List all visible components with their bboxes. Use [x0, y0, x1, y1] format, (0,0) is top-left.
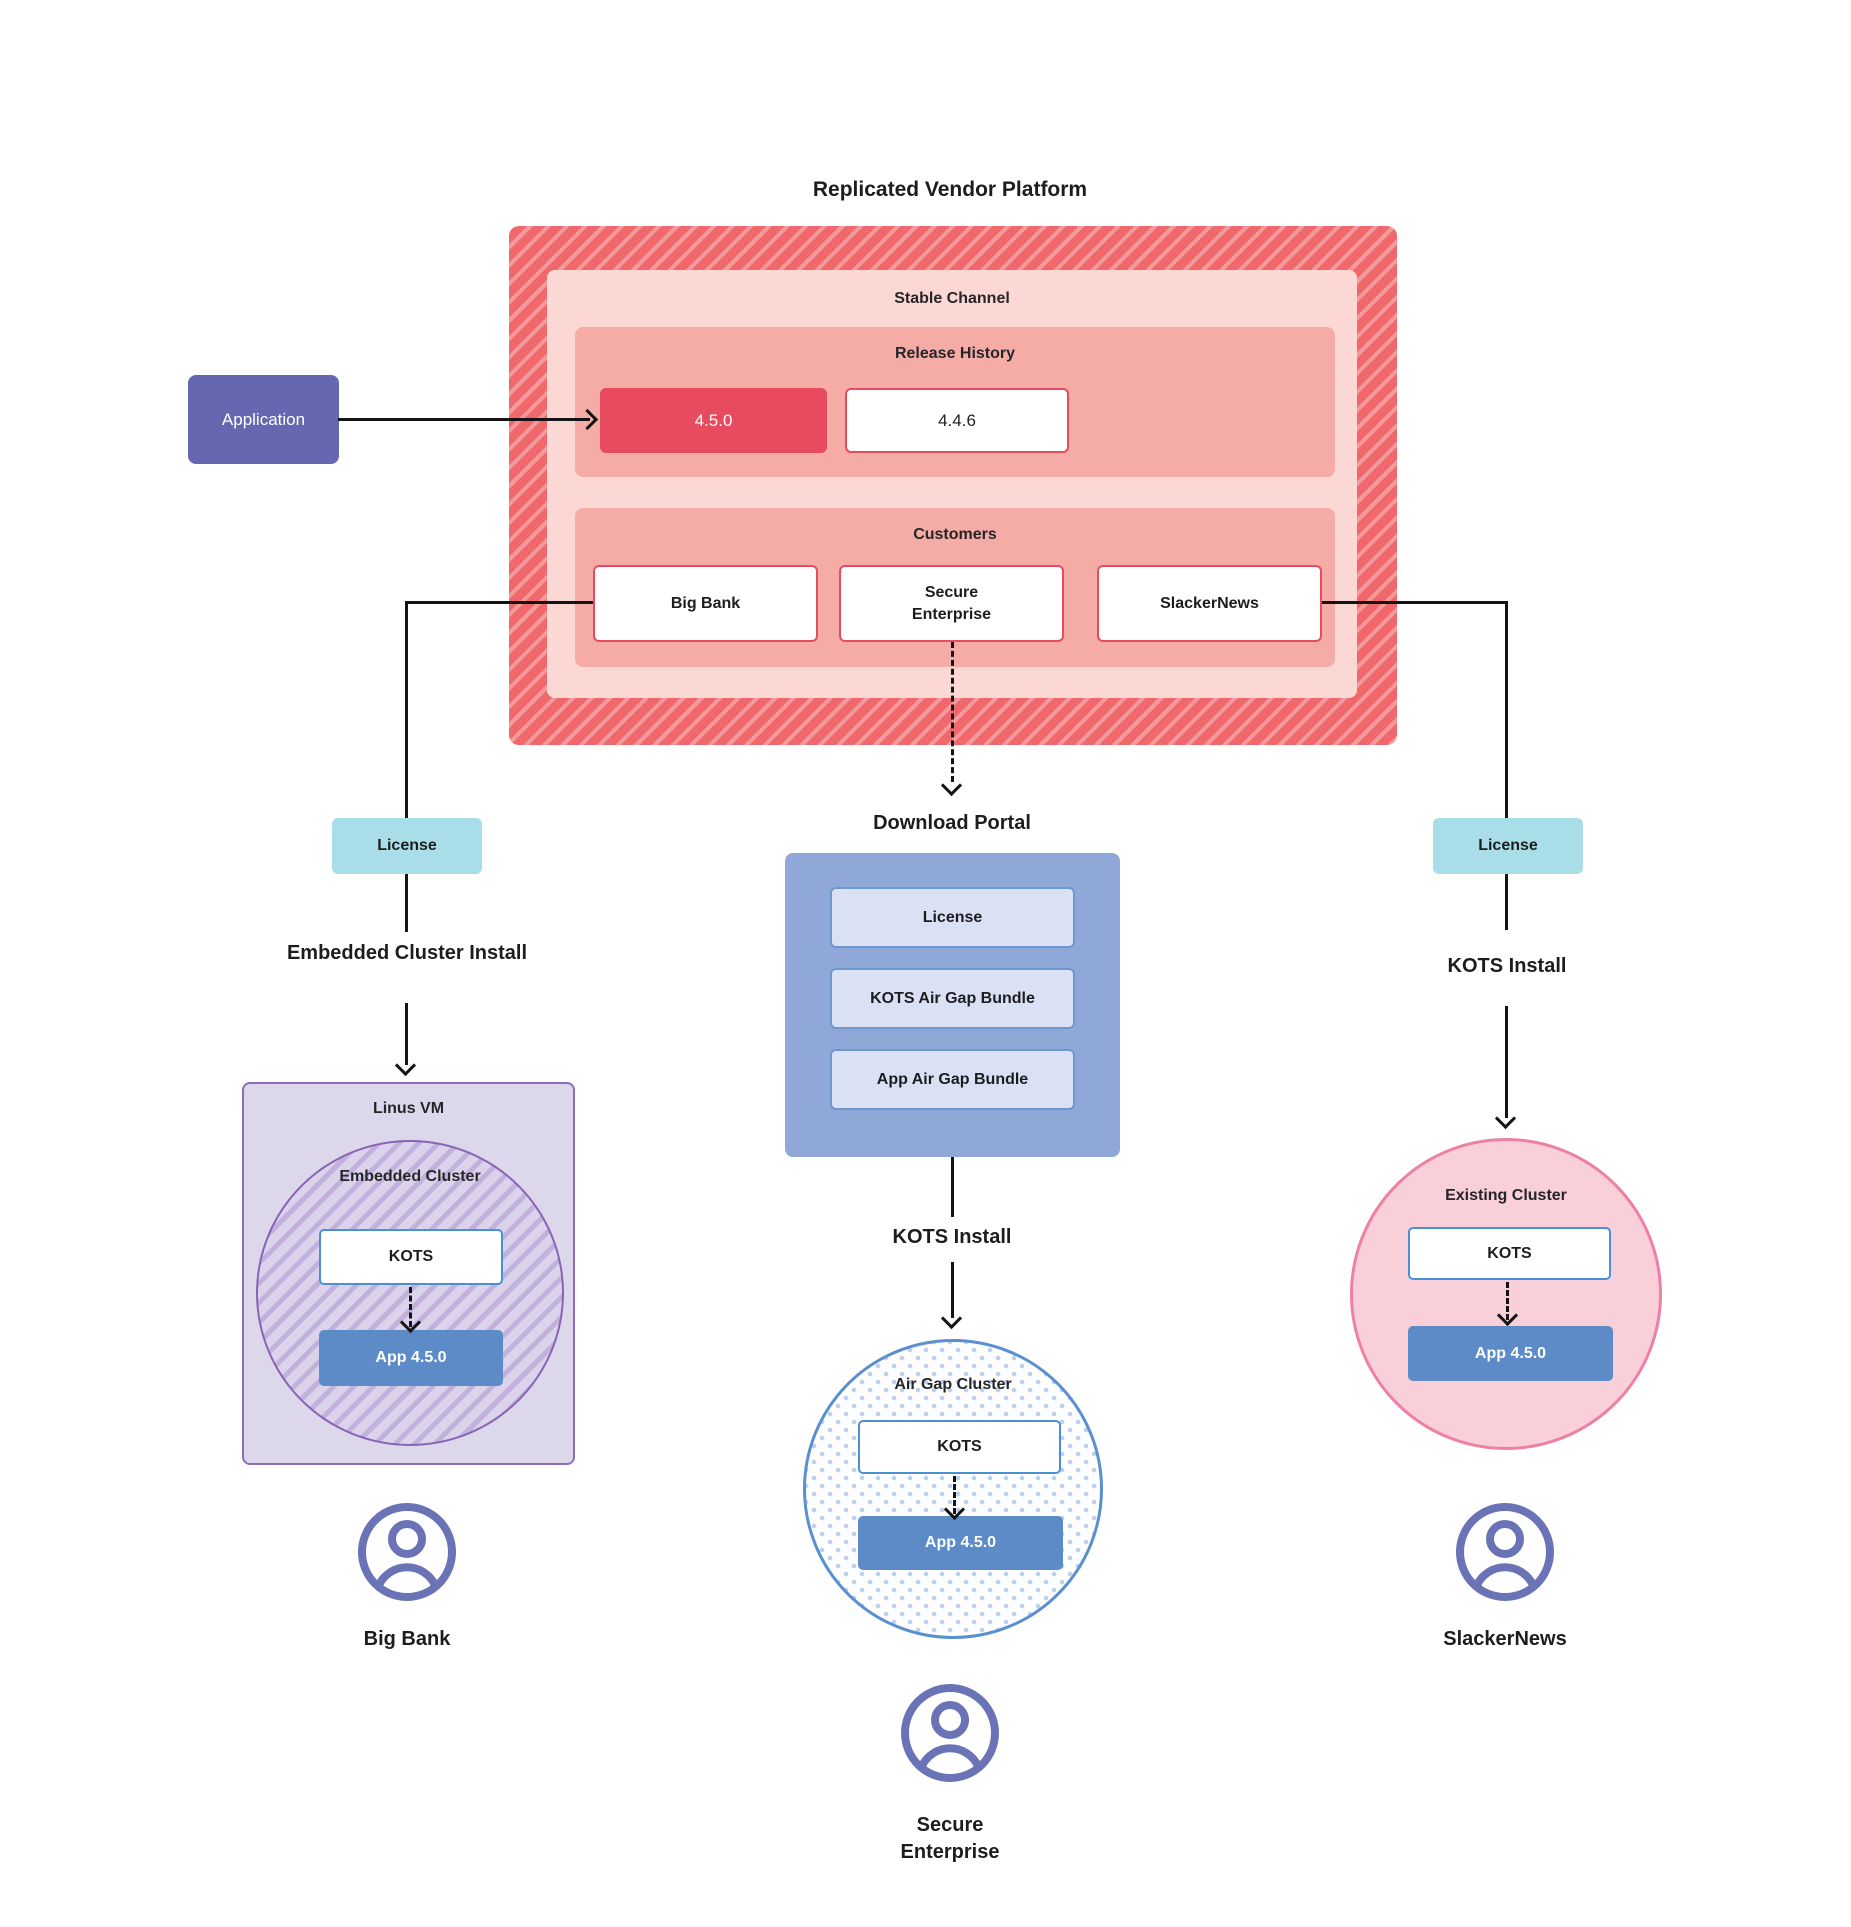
- kots-install-label-mid: KOTS Install: [892, 1226, 1012, 1248]
- release-4-4-6: 4.4.6: [845, 388, 1069, 453]
- stable-channel-label: Stable Channel: [894, 290, 1010, 307]
- app-box-bigbank: App 4.5.0: [319, 1330, 503, 1386]
- app-box-secure: App 4.5.0: [858, 1516, 1063, 1570]
- connector-portal-install: [951, 1157, 954, 1217]
- connector-install-airgap: [951, 1262, 954, 1318]
- customer-slackernews: SlackerNews: [1097, 565, 1322, 642]
- connector-secure-portal: [951, 642, 954, 782]
- arrowhead-install-airgap: [940, 1307, 963, 1330]
- stable-channel-box: Stable Channel Release History 4.5.0 4.4…: [547, 270, 1357, 698]
- customers-label: Customers: [913, 526, 997, 543]
- arrowhead-kots-app-slackernews: [1496, 1304, 1519, 1327]
- customers-box: Customers Big Bank Secure Enterprise Sla…: [575, 508, 1335, 667]
- user-label-secure: Secure Enterprise: [900, 1814, 1000, 1863]
- license-box-slackernews: License: [1433, 818, 1583, 874]
- portal-item-kots-airgap-bundle: KOTS Air Gap Bundle: [830, 968, 1075, 1029]
- release-history-label: Release History: [894, 345, 1016, 362]
- download-portal-label: Download Portal: [873, 812, 1031, 834]
- portal-item-app-airgap-bundle: App Air Gap Bundle: [830, 1049, 1075, 1110]
- kots-box-secure: KOTS: [858, 1420, 1061, 1474]
- license-box-bigbank: License: [332, 818, 482, 874]
- release-4-5-0: 4.5.0: [600, 388, 827, 453]
- existing-cluster-label: Existing Cluster: [1445, 1187, 1567, 1204]
- customer-big-bank: Big Bank: [593, 565, 818, 642]
- kots-box-bigbank: KOTS: [319, 1229, 503, 1285]
- vendor-platform-frame: Stable Channel Release History 4.5.0 4.4…: [509, 226, 1397, 745]
- arrowhead-secure-portal: [940, 774, 963, 797]
- user-icon: [358, 1503, 456, 1601]
- user-icon: [1456, 1503, 1554, 1601]
- connector-install-existing: [1505, 1006, 1508, 1118]
- connector-kots-app-slackernews: [1506, 1282, 1509, 1320]
- connector-license-install-left: [405, 874, 408, 932]
- connector-bigbank-h: [407, 601, 593, 604]
- user-label-bigbank: Big Bank: [363, 1628, 451, 1650]
- arrowhead-install-existing: [1494, 1107, 1517, 1130]
- portal-item-license: License: [830, 887, 1075, 948]
- linus-vm-label: Linus VM: [372, 1100, 445, 1117]
- embedded-cluster-install-label: Embedded Cluster Install: [286, 942, 528, 964]
- app-box-slackernews: App 4.5.0: [1408, 1326, 1613, 1381]
- connector-application-release: [338, 418, 590, 421]
- connector-slackernews-v: [1505, 601, 1508, 818]
- linus-vm-box: Linus VM Embedded Cluster KOTS App 4.5.0: [242, 1082, 575, 1465]
- arrowhead-install-vm: [394, 1054, 417, 1077]
- release-history-box: Release History 4.5.0 4.4.6: [575, 327, 1335, 477]
- connector-install-vm: [405, 1003, 408, 1065]
- connector-kots-app-bigbank: [409, 1287, 412, 1327]
- kots-install-label-right: KOTS Install: [1447, 955, 1567, 977]
- customer-secure-enterprise: Secure Enterprise: [839, 565, 1064, 642]
- kots-box-slackernews: KOTS: [1408, 1227, 1611, 1280]
- user-label-slackernews: SlackerNews: [1443, 1628, 1567, 1650]
- embedded-cluster-label: Embedded Cluster: [339, 1168, 481, 1185]
- user-icon: [901, 1684, 999, 1782]
- connector-slackernews-h: [1322, 601, 1508, 604]
- air-gap-cluster-circle: Air Gap Cluster KOTS App 4.5.0: [803, 1339, 1103, 1639]
- download-portal-box: License KOTS Air Gap Bundle App Air Gap …: [785, 853, 1120, 1157]
- connector-bigbank-v: [405, 601, 408, 818]
- connector-kots-app-secure: [953, 1476, 956, 1514]
- application-box: Application: [188, 375, 339, 464]
- connector-license-install-right: [1505, 874, 1508, 930]
- existing-cluster-circle: Existing Cluster KOTS App 4.5.0: [1350, 1138, 1662, 1450]
- page-title: Replicated Vendor Platform: [812, 178, 1088, 201]
- air-gap-cluster-label: Air Gap Cluster: [894, 1376, 1012, 1393]
